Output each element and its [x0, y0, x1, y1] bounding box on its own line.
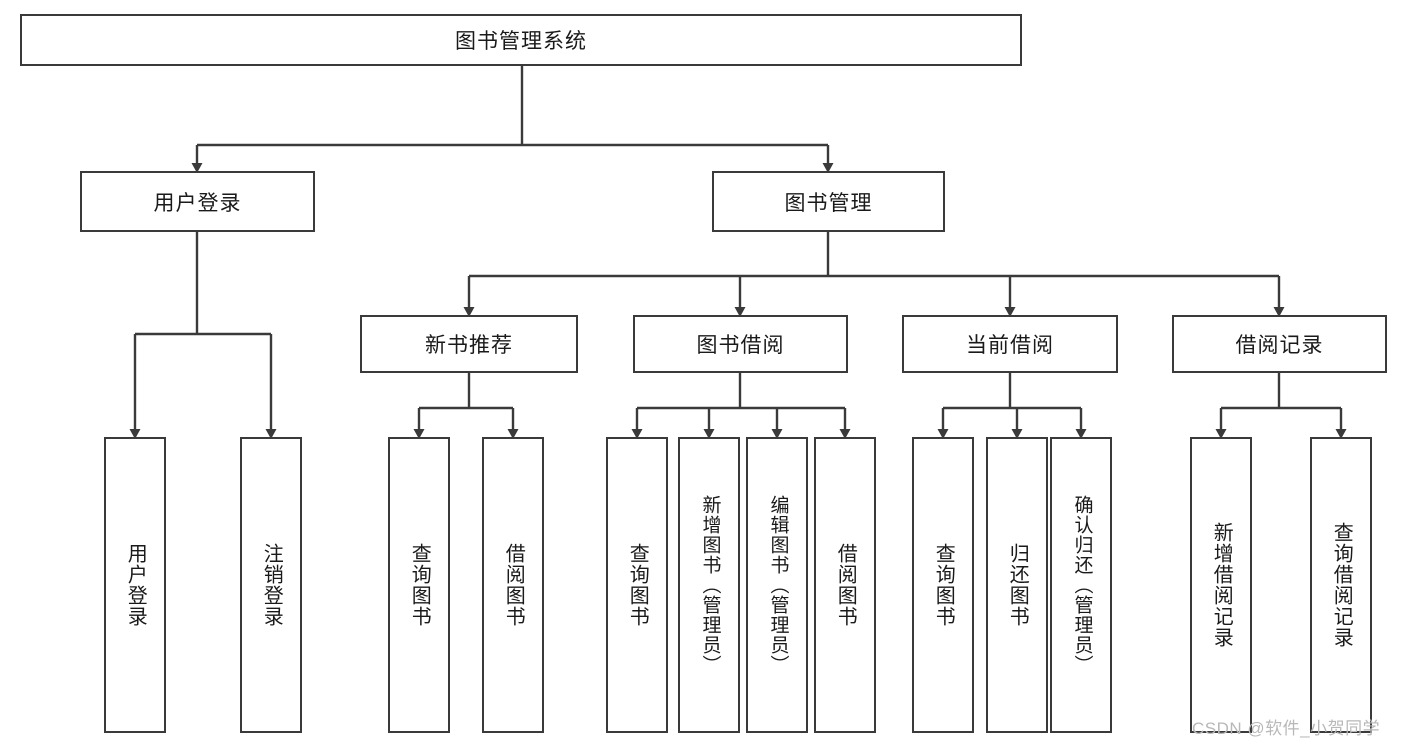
- node-leaf-add-book-admin[interactable]: 新增图书（管理员）: [678, 437, 740, 733]
- watermark: CSDN @软件_小贺同学: [1192, 719, 1381, 738]
- node-level1-user-login[interactable]: 用户登录: [80, 171, 315, 232]
- node-leaf-borrow-book-recommend[interactable]: 借阅图书: [482, 437, 544, 733]
- node-leaf-add-borrow-record[interactable]: 新增借阅记录: [1190, 437, 1252, 733]
- node-leaf-return-book[interactable]: 归还图书: [986, 437, 1048, 733]
- node-leaf-query-book-borrow[interactable]: 查询图书: [606, 437, 668, 733]
- node-level2-new-book-recommend[interactable]: 新书推荐: [360, 315, 578, 373]
- node-level2-current-borrow[interactable]: 当前借阅: [902, 315, 1118, 373]
- node-root[interactable]: 图书管理系统: [20, 14, 1022, 66]
- node-leaf-query-book-recommend[interactable]: 查询图书: [388, 437, 450, 733]
- node-leaf-user-login[interactable]: 用户登录: [104, 437, 166, 733]
- node-leaf-edit-book-admin[interactable]: 编辑图书（管理员）: [746, 437, 808, 733]
- node-level2-book-borrow[interactable]: 图书借阅: [633, 315, 848, 373]
- node-level1-book-management[interactable]: 图书管理: [712, 171, 945, 232]
- node-level2-borrow-record[interactable]: 借阅记录: [1172, 315, 1387, 373]
- node-leaf-query-borrow-record[interactable]: 查询借阅记录: [1310, 437, 1372, 733]
- node-leaf-confirm-return-admin[interactable]: 确认归还（管理员）: [1050, 437, 1112, 733]
- node-leaf-borrow-book[interactable]: 借阅图书: [814, 437, 876, 733]
- node-leaf-logout[interactable]: 注销登录: [240, 437, 302, 733]
- node-leaf-query-book-current[interactable]: 查询图书: [912, 437, 974, 733]
